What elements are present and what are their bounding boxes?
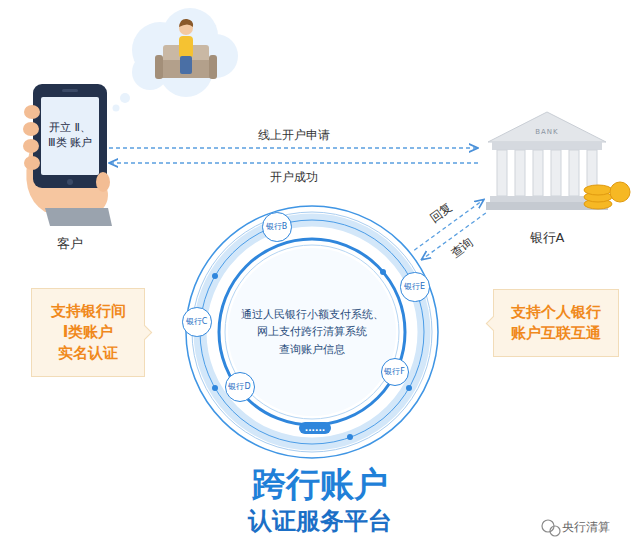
thumb [96, 172, 110, 192]
finger [23, 139, 39, 153]
chat-bubble [550, 526, 560, 536]
bank-bubble: 银行D [225, 372, 255, 402]
ring-dot [347, 434, 353, 440]
flow-arrow [109, 147, 478, 148]
bubble-text: 银行F [384, 367, 405, 377]
bank-building: BANK银行A [488, 112, 606, 210]
phone-button [67, 179, 73, 185]
bubble-text: 银行E [404, 282, 425, 292]
cloud-puff [132, 54, 168, 90]
callout-pointer [486, 316, 502, 332]
bank-label: 银行A [530, 229, 565, 247]
bank-frieze [492, 142, 602, 150]
platform-ring: 通过人民银行小额支付系统、 网上支付跨行清算系统 查询账户信息 银行B 银行E 银行C… [184, 204, 440, 460]
sofa-arm [155, 55, 163, 79]
ring-circle [225, 245, 399, 419]
ring-circle [200, 220, 424, 444]
feature-callout: 支持银行间 Ⅰ类账户 实名认证 [31, 288, 145, 377]
screen-text: 开立 Ⅱ、Ⅲ类 账户 [44, 121, 96, 151]
bank-column [515, 150, 525, 196]
phone-body [33, 84, 107, 188]
thought-cloud [113, 8, 239, 112]
ring-circle [186, 206, 438, 458]
ring-circle [219, 239, 405, 425]
coin [610, 182, 630, 202]
ring-circle [192, 212, 432, 452]
person-shirt [179, 36, 193, 58]
edge-label: 查询 [446, 234, 477, 262]
sofa-arm [209, 55, 217, 79]
ring-dot [212, 385, 218, 391]
phone [33, 84, 107, 188]
bubble-text: 银行B [266, 222, 288, 232]
ring-dot [406, 385, 412, 391]
bank-column [533, 150, 543, 196]
more-banks-pill: ...... [299, 422, 332, 435]
bank-bubble: 银行C [182, 307, 212, 337]
finger [23, 122, 39, 136]
finger [24, 156, 40, 170]
person-hair [179, 19, 193, 27]
feature-callout: 支持个人银行 账户互联互通 [493, 289, 619, 357]
cloud-bubble [113, 105, 120, 112]
cloud-bubble [120, 93, 130, 103]
bank-sign: BANK [535, 128, 558, 136]
coin [584, 185, 612, 195]
bank-bubble: 银行E [400, 272, 429, 301]
pill-text: ...... [305, 423, 326, 434]
person-legs [180, 56, 192, 74]
chat-bubble [542, 520, 554, 532]
bubble-text: 银行D [228, 382, 250, 392]
ring-text: 通过人民银行小额支付系统、 网上支付跨行清算系统 查询账户信息 [236, 306, 388, 357]
edge-label: 开户成功 [268, 170, 320, 184]
bank-bubble: 银行B [262, 212, 292, 242]
bubble-text: 银行C [186, 317, 208, 327]
ring-circle [200, 220, 424, 444]
phone-screen: 开立 Ⅱ、Ⅲ类 账户客户 [41, 97, 99, 175]
sleeve [45, 208, 112, 226]
flow-arrow [109, 162, 478, 163]
callout-text: 支持个人银行 账户互联互通 [508, 302, 604, 344]
person-on-sofa [155, 19, 217, 79]
callout-text: 支持银行间 Ⅰ类账户 实名认证 [46, 301, 130, 364]
bank-column [551, 150, 561, 196]
bank-column [569, 150, 579, 196]
finger [24, 105, 40, 119]
callout-pointer [137, 325, 153, 341]
bank-pediment [488, 112, 606, 142]
edge-label: 回复 [425, 199, 456, 227]
ring-dot [380, 269, 386, 275]
phone-speaker [62, 89, 78, 92]
title-main: 跨行账户 [252, 466, 388, 503]
watermark-icon [542, 520, 560, 536]
customer-label: 客户 [57, 235, 83, 253]
watermark: 央行清算 [562, 520, 610, 534]
title-sub: 认证服务平台 [248, 508, 392, 534]
coins [584, 182, 630, 209]
bank-column [497, 150, 507, 196]
ring-dot [212, 273, 218, 279]
edge-label: 线上开户申请 [256, 128, 332, 142]
